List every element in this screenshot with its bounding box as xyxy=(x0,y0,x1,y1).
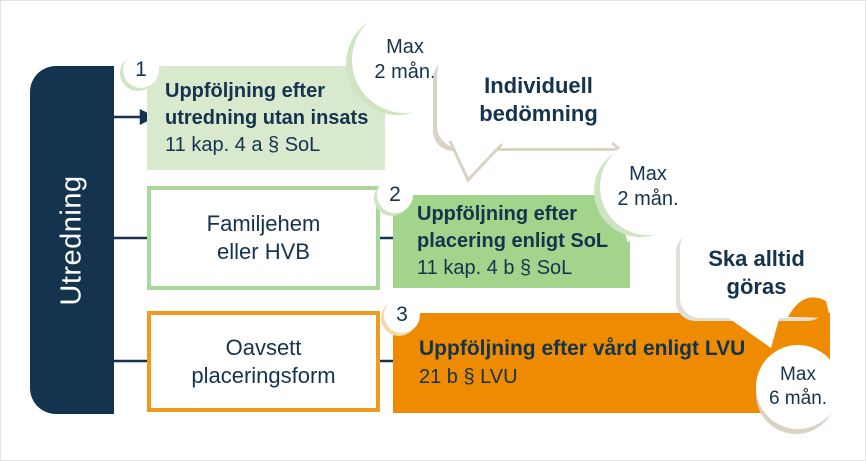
step1-box: Uppföljning efter utredning utan insats … xyxy=(147,66,385,170)
callout-individuell-line1: Individuell xyxy=(484,73,593,98)
callout-ska-alltid: Ska alltid göras xyxy=(680,228,833,318)
familjehem-box: Familjehem eller HVB xyxy=(147,186,380,290)
callout-max-step3-line1: Max xyxy=(780,364,816,385)
step2-title-line1: Uppföljning efter xyxy=(417,203,577,225)
step2-box: Uppföljning efter placering enligt SoL 1… xyxy=(393,195,630,288)
step1-title-line1: Uppföljning efter xyxy=(165,79,325,102)
callout-max-step2-line1: Max xyxy=(629,163,667,185)
callout-individuell-line2: bedömning xyxy=(479,101,598,126)
step3-number: 3 xyxy=(396,303,408,326)
step1-law-reference: 11 kap. 4 a § SoL xyxy=(165,133,321,156)
step2-law-reference: 11 kap. 4 b § SoL xyxy=(417,257,573,279)
utredning-bar: Utredning xyxy=(30,66,114,414)
callout-individuell: Individuell bedömning xyxy=(437,52,640,148)
oavsett-box: Oavsett placeringsform xyxy=(147,311,380,412)
step3-title: Uppföljning efter vård enligt LVU xyxy=(419,337,746,360)
callout-ska-line1: Ska alltid xyxy=(708,246,805,271)
callout-max-step2-line2: 2 mån. xyxy=(617,188,679,210)
callout-max-step1-line1: Max xyxy=(386,36,424,58)
step2-number-badge: 2 xyxy=(377,177,413,213)
step2-title-line2: placering enligt SoL xyxy=(417,230,609,252)
oavsett-line1: Oavsett xyxy=(225,334,302,360)
callout-max-step2: Max 2 mån. xyxy=(600,139,696,235)
callout-max-step3: Max 6 mån. xyxy=(756,345,840,429)
familjehem-line1: Familjehem xyxy=(206,211,321,236)
step2-number: 2 xyxy=(389,183,401,206)
step3-number-badge: 3 xyxy=(384,297,420,333)
step1-title-line2: utredning utan insats xyxy=(165,106,369,129)
familjehem-line2: eller HVB xyxy=(217,239,310,264)
oavsett-line2: placeringsform xyxy=(191,362,336,388)
step3-law-reference: 21 b § LVU xyxy=(419,366,518,388)
callout-max-step3-line2: 6 mån. xyxy=(768,388,828,409)
utredning-label: Utredning xyxy=(55,174,88,306)
step1-number-badge: 1 xyxy=(123,52,159,88)
callout-ska-line2: göras xyxy=(726,274,787,299)
callout-max-step1-line2: 2 mån. xyxy=(374,61,436,83)
step1-number: 1 xyxy=(135,58,147,81)
